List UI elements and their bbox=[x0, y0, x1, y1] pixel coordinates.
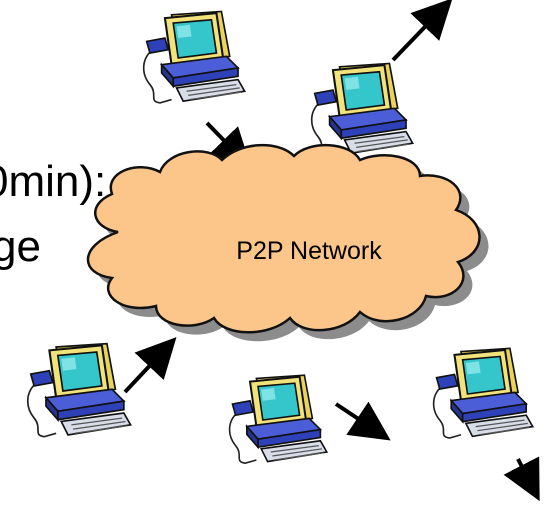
computer-icon-2 bbox=[310, 62, 414, 156]
cut-off-text-line-1: 0min): bbox=[0, 157, 107, 206]
outgoing-arrow-bottom-middle bbox=[334, 401, 391, 441]
computer-icon-1 bbox=[142, 10, 246, 104]
outgoing-arrow-bottom-right bbox=[503, 456, 540, 502]
cut-off-text-line-2: ge bbox=[0, 222, 41, 271]
incoming-arrow-bottom-left bbox=[123, 337, 177, 394]
p2p-network-cloud bbox=[86, 144, 481, 334]
computer-icon-4 bbox=[228, 374, 328, 465]
computer-icon-5 bbox=[432, 347, 534, 440]
computer-icon-3 bbox=[26, 342, 132, 438]
cloud-label: P2P Network bbox=[236, 237, 382, 265]
outgoing-arrow-top-right bbox=[391, 0, 453, 62]
